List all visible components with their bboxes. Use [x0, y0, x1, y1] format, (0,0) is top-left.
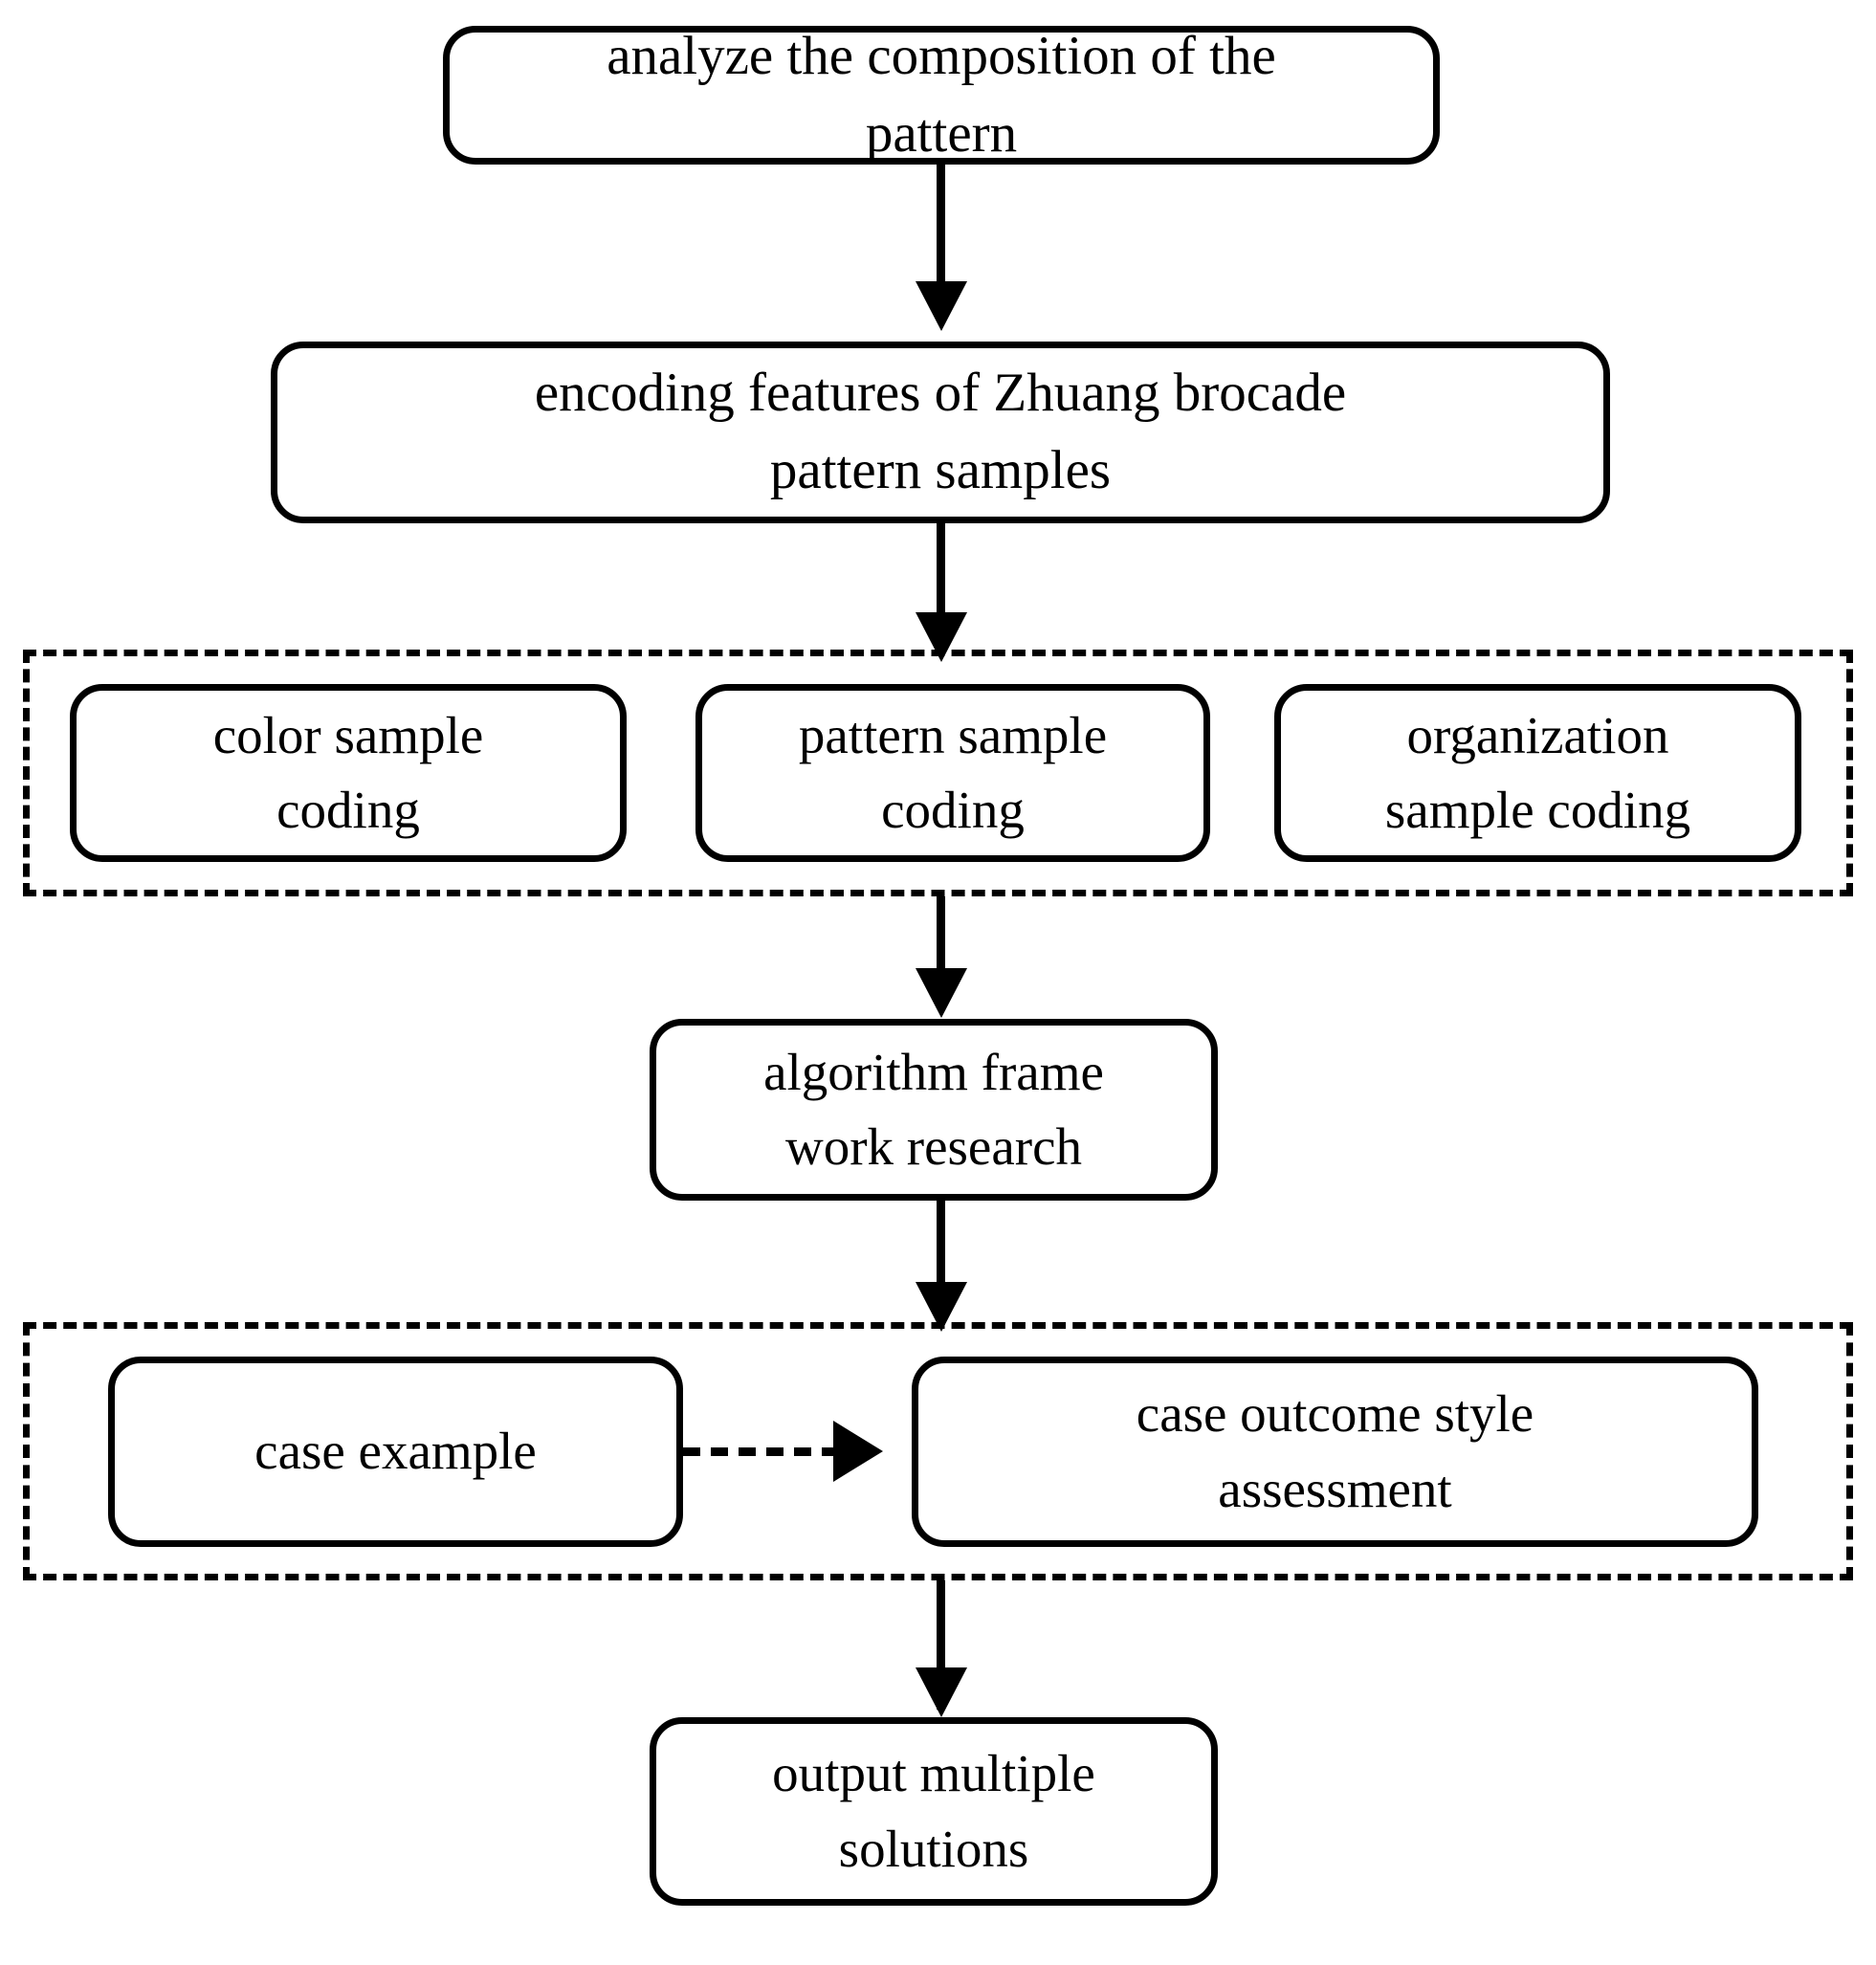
node-color-sample-coding-label: color sample coding — [92, 698, 605, 848]
node-case-outcome-style-assessment-line1: case outcome style — [1136, 1384, 1534, 1444]
node-organization-sample-coding[interactable]: organization sample coding — [1274, 684, 1801, 862]
node-output-multiple-solutions-line2: solutions — [838, 1819, 1029, 1878]
connector-case-example-to-outcome-arrowhead — [833, 1421, 883, 1482]
node-case-example-label: case example — [130, 1414, 661, 1489]
node-analyze-composition-label: analyze the composition of the pattern — [465, 18, 1418, 173]
connector-case-to-output-arrowhead — [916, 1667, 967, 1717]
node-encoding-features-line1: encoding features of Zhuang brocade — [534, 363, 1347, 424]
connector-coding-to-algorithm-line — [937, 896, 945, 1002]
node-algorithm-framework-research[interactable]: algorithm frame work research — [650, 1019, 1218, 1201]
connector-algorithm-to-case-arrowhead — [916, 1282, 967, 1332]
node-output-multiple-solutions[interactable]: output multiple solutions — [650, 1717, 1218, 1906]
connector-algorithm-to-case-line — [937, 1201, 945, 1325]
node-organization-sample-coding-line1: organization — [1406, 705, 1669, 764]
node-output-multiple-solutions-label: output multiple solutions — [672, 1736, 1196, 1886]
connector-encoding-to-coding-arrowhead — [916, 612, 967, 662]
node-case-outcome-style-assessment-line2: assessment — [1218, 1459, 1452, 1518]
node-organization-sample-coding-line2: sample coding — [1384, 781, 1691, 839]
node-pattern-sample-coding-label: pattern sample coding — [717, 698, 1188, 848]
connector-analyze-to-encoding-line — [937, 165, 945, 289]
node-pattern-sample-coding-line2: coding — [881, 781, 1025, 839]
node-pattern-sample-coding[interactable]: pattern sample coding — [695, 684, 1210, 862]
node-case-outcome-style-assessment-label: case outcome style assessment — [934, 1377, 1736, 1526]
node-output-multiple-solutions-line1: output multiple — [772, 1744, 1095, 1803]
connector-analyze-to-encoding-arrowhead — [916, 281, 967, 331]
node-case-example[interactable]: case example — [108, 1357, 683, 1547]
node-algorithm-framework-research-line2: work research — [785, 1117, 1082, 1176]
connector-coding-to-algorithm-arrowhead — [916, 968, 967, 1018]
node-color-sample-coding-line1: color sample — [212, 705, 484, 764]
connector-case-to-output-line — [937, 1580, 945, 1710]
node-color-sample-coding[interactable]: color sample coding — [70, 684, 627, 862]
node-analyze-composition-line1: analyze the composition of the — [607, 25, 1276, 86]
node-encoding-features-line2: pattern samples — [769, 440, 1112, 500]
connector-encoding-to-coding-line — [937, 523, 945, 629]
node-color-sample-coding-line2: coding — [276, 781, 420, 839]
node-analyze-composition-line2: pattern — [865, 102, 1018, 164]
node-analyze-composition[interactable]: analyze the composition of the pattern — [443, 26, 1440, 165]
node-case-outcome-style-assessment[interactable]: case outcome style assessment — [912, 1357, 1758, 1547]
node-encoding-features[interactable]: encoding features of Zhuang brocade patt… — [271, 342, 1610, 523]
node-pattern-sample-coding-line1: pattern sample — [798, 705, 1108, 764]
node-algorithm-framework-research-line1: algorithm frame — [763, 1042, 1104, 1101]
node-case-example-line1: case example — [254, 1422, 537, 1481]
node-encoding-features-label: encoding features of Zhuang brocade patt… — [293, 355, 1588, 510]
connector-case-example-to-outcome-line — [683, 1447, 839, 1456]
node-organization-sample-coding-label: organization sample coding — [1296, 698, 1779, 848]
node-algorithm-framework-research-label: algorithm frame work research — [672, 1035, 1196, 1184]
